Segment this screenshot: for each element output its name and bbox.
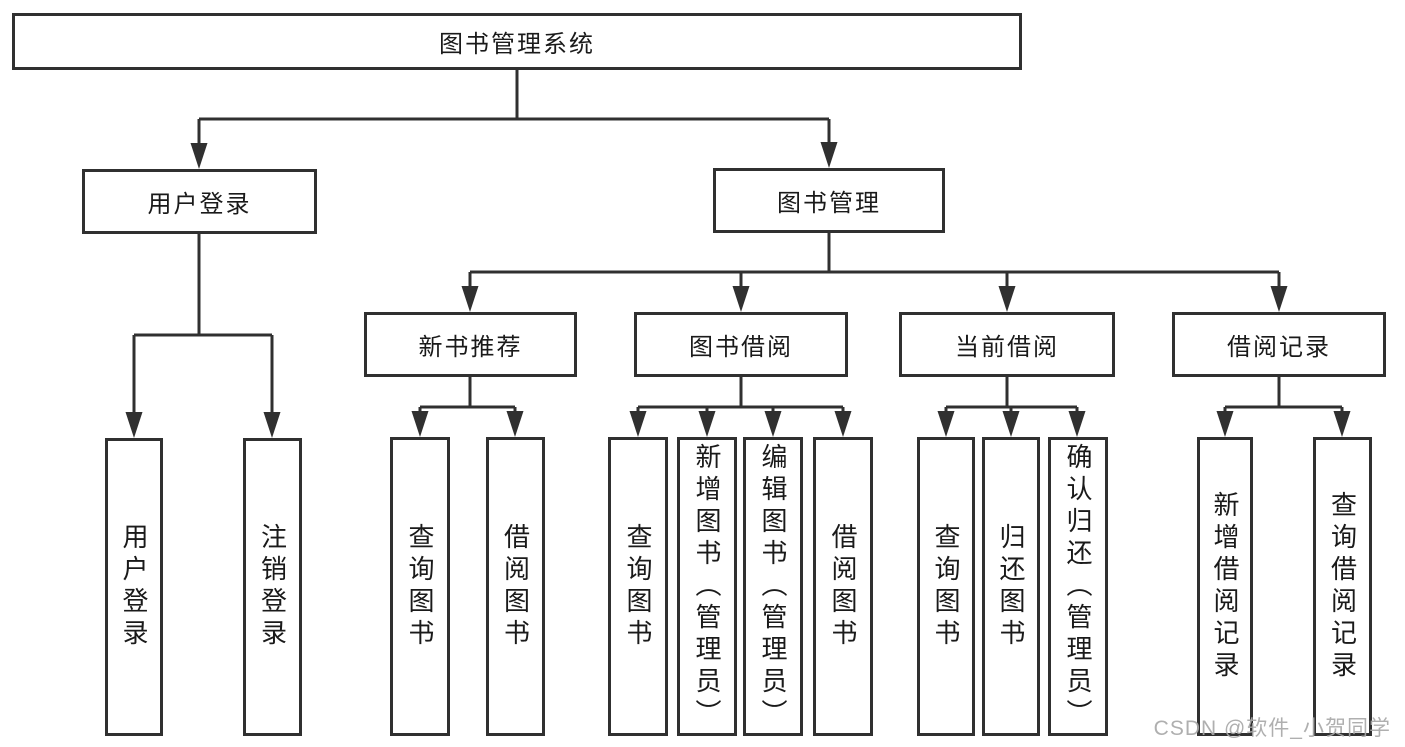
- node-book-borrow-label: 图书借阅: [689, 334, 793, 361]
- csdn-watermark: CSDN @软件_小贺同学: [1153, 717, 1391, 740]
- node-book-borrow: 图书借阅: [634, 312, 848, 377]
- node-new-book-recommend: 新书推荐: [364, 312, 577, 377]
- leaf-user-login: 用户登录: [105, 438, 163, 736]
- leaf-add-book-admin: 新增图书（管理员）: [677, 437, 737, 736]
- node-root-label: 图书管理系统: [439, 31, 595, 58]
- leaf-borrow-book-label: 借阅图书: [828, 522, 858, 651]
- leaf-recommend-query-book-label: 查询图书: [405, 522, 435, 651]
- leaf-current-query-book-label: 查询图书: [931, 522, 961, 651]
- node-root: 图书管理系统: [12, 13, 1022, 70]
- leaf-borrow-book: 借阅图书: [813, 437, 873, 736]
- leaf-edit-book-admin: 编辑图书（管理员）: [743, 437, 803, 736]
- leaf-edit-book-admin-label: 编辑图书（管理员）: [758, 442, 788, 731]
- node-new-book-recommend-label: 新书推荐: [418, 334, 523, 361]
- node-book-management-label: 图书管理: [777, 190, 881, 217]
- leaf-confirm-return-admin-label: 确认归还（管理员）: [1063, 442, 1093, 731]
- leaf-return-book-label: 归还图书: [996, 522, 1026, 651]
- leaf-add-book-admin-label: 新增图书（管理员）: [692, 442, 722, 731]
- leaf-add-borrow-record-label: 新增借阅记录: [1210, 490, 1240, 683]
- node-current-borrow: 当前借阅: [899, 312, 1115, 377]
- leaf-borrow-query-book: 查询图书: [608, 437, 668, 736]
- leaf-add-borrow-record: 新增借阅记录: [1197, 437, 1253, 736]
- leaf-confirm-return-admin: 确认归还（管理员）: [1048, 437, 1108, 736]
- leaf-query-borrow-record: 查询借阅记录: [1313, 437, 1372, 736]
- node-borrow-record: 借阅记录: [1172, 312, 1386, 377]
- leaf-borrow-query-book-label: 查询图书: [623, 522, 653, 651]
- node-user-login-label: 用户登录: [147, 191, 252, 218]
- node-current-borrow-label: 当前借阅: [955, 334, 1059, 361]
- node-user-login: 用户登录: [82, 169, 317, 234]
- leaf-user-login-label: 用户登录: [119, 523, 149, 651]
- leaf-query-borrow-record-label: 查询借阅记录: [1327, 490, 1358, 683]
- leaf-recommend-query-book: 查询图书: [390, 437, 450, 736]
- leaf-logout: 注销登录: [243, 438, 302, 736]
- arrowheads: [125, 142, 1351, 438]
- leaf-recommend-borrow-book-label: 借阅图书: [500, 522, 531, 651]
- leaf-logout-label: 注销登录: [257, 523, 288, 651]
- leaf-recommend-borrow-book: 借阅图书: [486, 437, 545, 736]
- node-book-management: 图书管理: [713, 168, 945, 233]
- node-borrow-record-label: 借阅记录: [1227, 334, 1331, 361]
- leaf-current-query-book: 查询图书: [917, 437, 975, 736]
- leaf-return-book: 归还图书: [982, 437, 1040, 736]
